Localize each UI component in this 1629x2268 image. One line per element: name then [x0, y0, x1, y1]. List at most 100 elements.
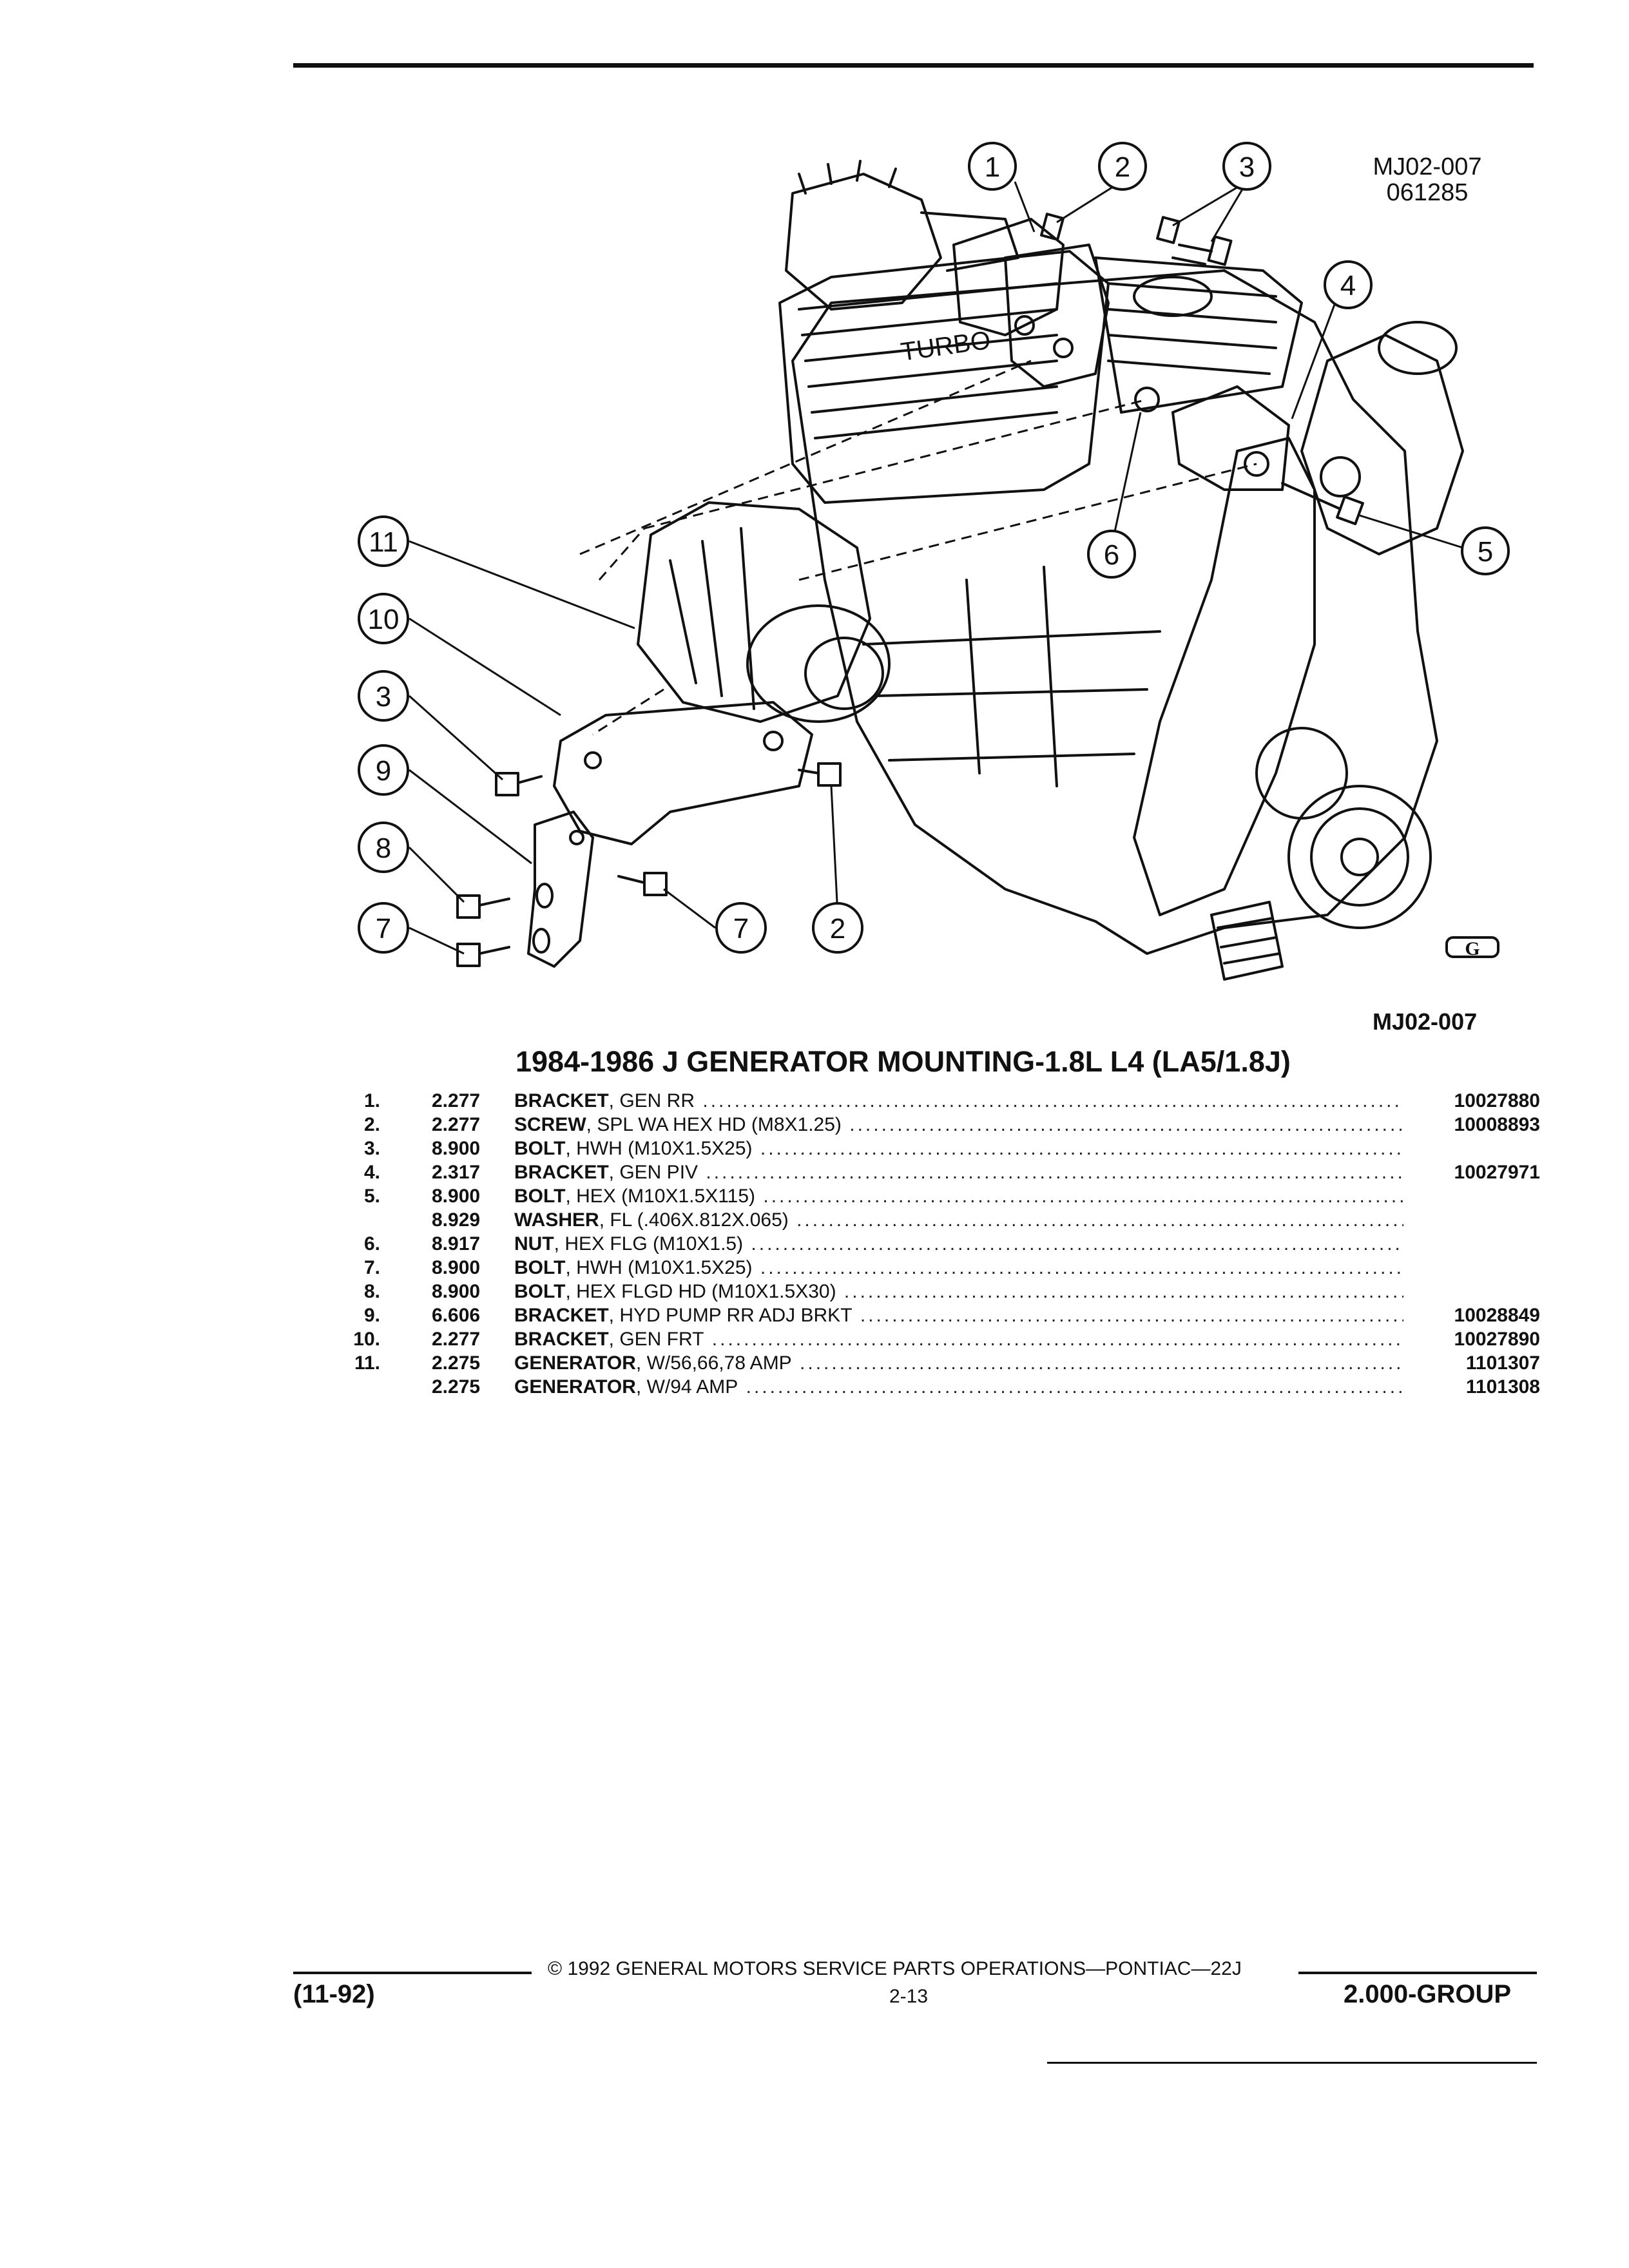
part-index: 2. — [363, 1114, 380, 1135]
leader-dots: ........................................… — [860, 1305, 1403, 1326]
callout-5: 5 — [1478, 536, 1493, 568]
leader-dots: ........................................… — [760, 1138, 1403, 1159]
gen-front-bracket — [553, 701, 813, 845]
leader-dots: ........................................… — [760, 1257, 1403, 1278]
leader-dots: ........................................… — [796, 1209, 1403, 1231]
part-description: GENERATOR, W/56,66,78 AMP ..............… — [514, 1351, 1403, 1375]
part-number: 10027971 — [1454, 1162, 1540, 1183]
part-index: 11. — [354, 1352, 380, 1374]
svg-text:G: G — [1465, 938, 1480, 959]
part-spec: , GEN FRT — [608, 1329, 704, 1350]
part-index: 3. — [363, 1138, 380, 1159]
callout-3-left: 3 — [376, 681, 391, 713]
section-title: 1984-1986 J GENERATOR MOUNTING-1.8L L4 (… — [516, 1045, 1291, 1078]
part-group-number: 8.929 — [432, 1209, 481, 1231]
timing-cover — [1133, 437, 1316, 916]
crank-pulley — [1287, 785, 1432, 929]
part-name: BOLT — [514, 1257, 566, 1278]
valve-cover-lettering: TURBO — [899, 326, 992, 367]
part-spec: , HWH (M10X1.5X25) — [565, 1138, 753, 1159]
part-description: SCREW, SPL WA HEX HD (M8X1.25) .........… — [514, 1113, 1403, 1137]
part-name: BOLT — [514, 1138, 566, 1159]
part-name: BRACKET — [514, 1329, 609, 1350]
part-spec: , FL (.406X.812X.065) — [599, 1209, 789, 1231]
callout-10: 10 — [368, 604, 400, 635]
leader-dots: ........................................… — [751, 1233, 1403, 1254]
gen-pivot-bracket — [1171, 385, 1290, 491]
part-description: NUT, HEX FLG (M10X1.5) .................… — [514, 1232, 1403, 1256]
leader-dots: ........................................… — [706, 1162, 1403, 1183]
part-description: BOLT, HWH (M10X1.5X25) .................… — [514, 1137, 1403, 1160]
callout-balloons: 1 2 3 4 5 6 11 10 3 9 8 7 7 2 — [358, 142, 1510, 954]
leader-dots: ........................................… — [800, 1352, 1403, 1374]
callout-1-top: 1 — [985, 151, 1000, 183]
leader-dots: ........................................… — [746, 1376, 1403, 1398]
part-group-number: 8.900 — [432, 1138, 481, 1159]
callout-8: 8 — [376, 832, 391, 864]
part-group-number: 2.275 — [432, 1352, 481, 1374]
leader-dots: ........................................… — [711, 1329, 1403, 1350]
part-index: 6. — [363, 1233, 380, 1254]
part-group-number: 2.277 — [432, 1090, 481, 1111]
power-steering-pump — [1300, 334, 1464, 555]
callout-2-bottom: 2 — [830, 913, 845, 945]
part-name: BOLT — [514, 1281, 566, 1302]
part-index: 10. — [353, 1329, 380, 1350]
footer-group: 2.000-GROUP — [1344, 1980, 1512, 2008]
part-spec: , GEN RR — [608, 1090, 695, 1111]
part-name: SCREW — [514, 1114, 586, 1135]
callout-7-left: 7 — [376, 913, 391, 945]
figure-code-line2: 061285 — [1386, 178, 1469, 206]
callout-11: 11 — [369, 526, 398, 558]
part-description: GENERATOR, W/94 AMP ....................… — [514, 1375, 1403, 1399]
part-row: 8.929 WASHER, FL (.406X.812X.065) .......… — [348, 1208, 1540, 1232]
top-rule — [293, 63, 1534, 68]
bolt-3-upper — [1171, 244, 1213, 265]
footer-copyright: © 1992 GENERAL MOTORS SERVICE PARTS OPER… — [548, 1958, 1242, 1979]
part-description: BRACKET, GEN RR ........................… — [514, 1089, 1403, 1113]
gm-logo-icon: G — [1445, 936, 1499, 959]
part-number: 10008893 — [1454, 1114, 1540, 1135]
part-name: GENERATOR — [514, 1376, 636, 1398]
part-description: BRACKET, GEN FRT .......................… — [514, 1327, 1403, 1351]
callout-6: 6 — [1104, 539, 1119, 571]
part-description: BOLT, HEX FLGD HD (M10X1.5X30) .........… — [514, 1280, 1403, 1303]
hyd-pump-bracket — [527, 811, 594, 968]
part-index: 4. — [363, 1162, 380, 1183]
callout-2-top: 2 — [1115, 151, 1130, 183]
part-index: 8. — [363, 1281, 380, 1302]
part-group-number: 2.277 — [432, 1329, 481, 1350]
part-group-number: 6.606 — [432, 1305, 481, 1326]
part-spec: , SPL WA HEX HD (M8X1.25) — [586, 1114, 842, 1135]
part-spec: , GEN PIV — [608, 1162, 699, 1183]
part-description: WASHER, FL (.406X.812X.065) ............… — [514, 1208, 1403, 1232]
part-index: 9. — [363, 1305, 380, 1326]
valve-cover — [778, 250, 1110, 504]
part-spec: , HEX FLGD HD (M10X1.5X30) — [565, 1281, 836, 1302]
part-number: 1101307 — [1465, 1352, 1540, 1374]
part-index: 7. — [363, 1257, 380, 1278]
part-number: 1101308 — [1465, 1376, 1540, 1398]
part-row: 11. 2.275 GENERATOR, W/56,66,78 AMP ......… — [348, 1351, 1540, 1375]
footer-rule-left — [293, 1972, 532, 1974]
part-name: NUT — [514, 1233, 554, 1254]
part-spec: , HEX FLG (M10X1.5) — [554, 1233, 744, 1254]
leader-dots: ........................................… — [843, 1281, 1403, 1302]
leader-dots: ........................................… — [849, 1114, 1403, 1135]
bottom-rule — [1047, 2062, 1537, 2064]
part-number: 10027890 — [1454, 1329, 1540, 1350]
part-group-number: 2.277 — [432, 1114, 481, 1135]
part-number: 10027880 — [1454, 1090, 1540, 1111]
part-name: BRACKET — [514, 1305, 609, 1326]
part-index: 5. — [363, 1186, 380, 1207]
part-group-number: 8.900 — [432, 1186, 481, 1207]
callout-3-top: 3 — [1239, 151, 1255, 183]
distributor — [785, 173, 942, 311]
